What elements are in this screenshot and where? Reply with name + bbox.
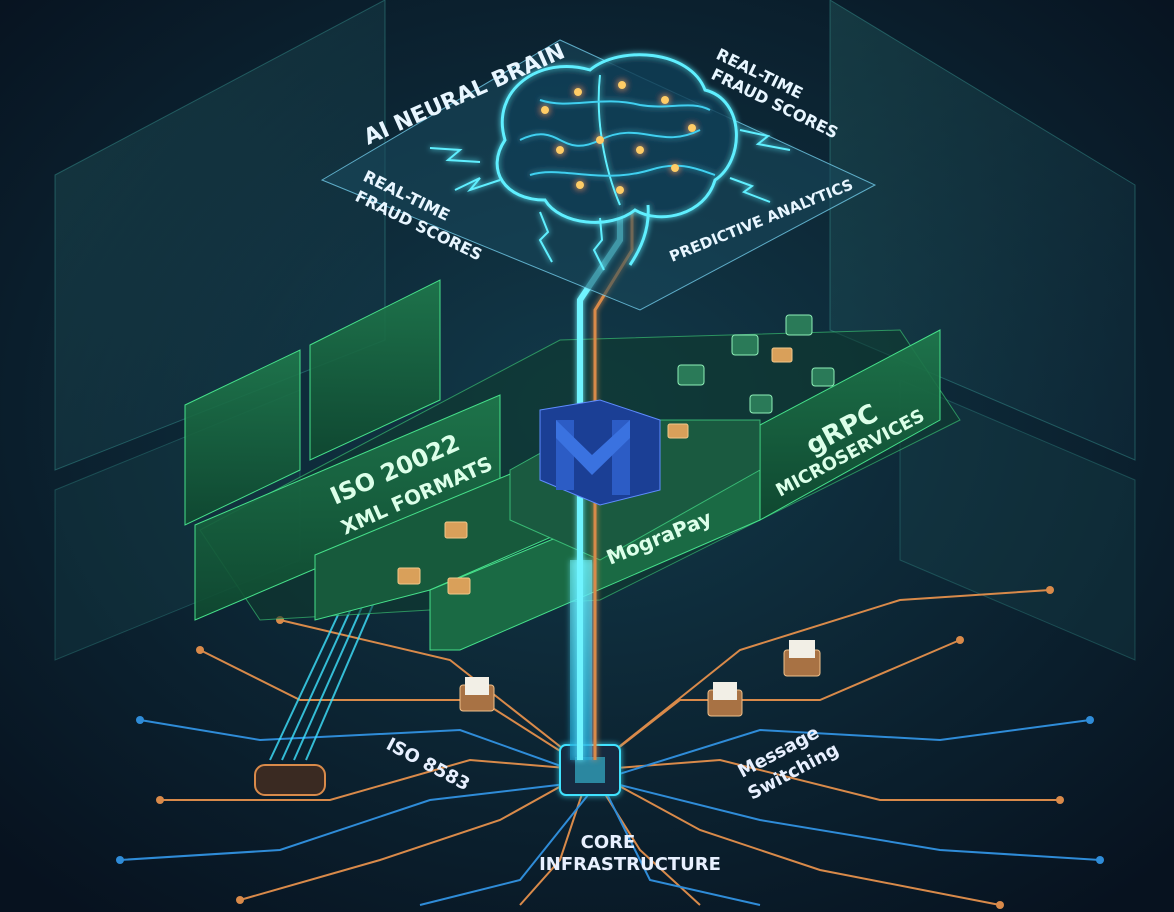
core-labels: ISO 8583 Message Switching CORE INFRASTR… — [383, 722, 843, 875]
data-stream-lines — [269, 599, 376, 761]
mograpay-logo — [539, 399, 661, 506]
core-infrastructure-line1: CORE — [581, 832, 636, 853]
envelope-icons — [254, 640, 821, 796]
neural-brain-icon — [495, 53, 738, 266]
microchip-icons — [677, 314, 835, 414]
circuit-traces — [116, 586, 1104, 909]
lightning-bolts — [429, 129, 791, 271]
connector-block — [254, 764, 326, 796]
file-icons — [397, 347, 793, 595]
core-infrastructure-line2: INFRASTRUCTURE — [539, 854, 721, 875]
